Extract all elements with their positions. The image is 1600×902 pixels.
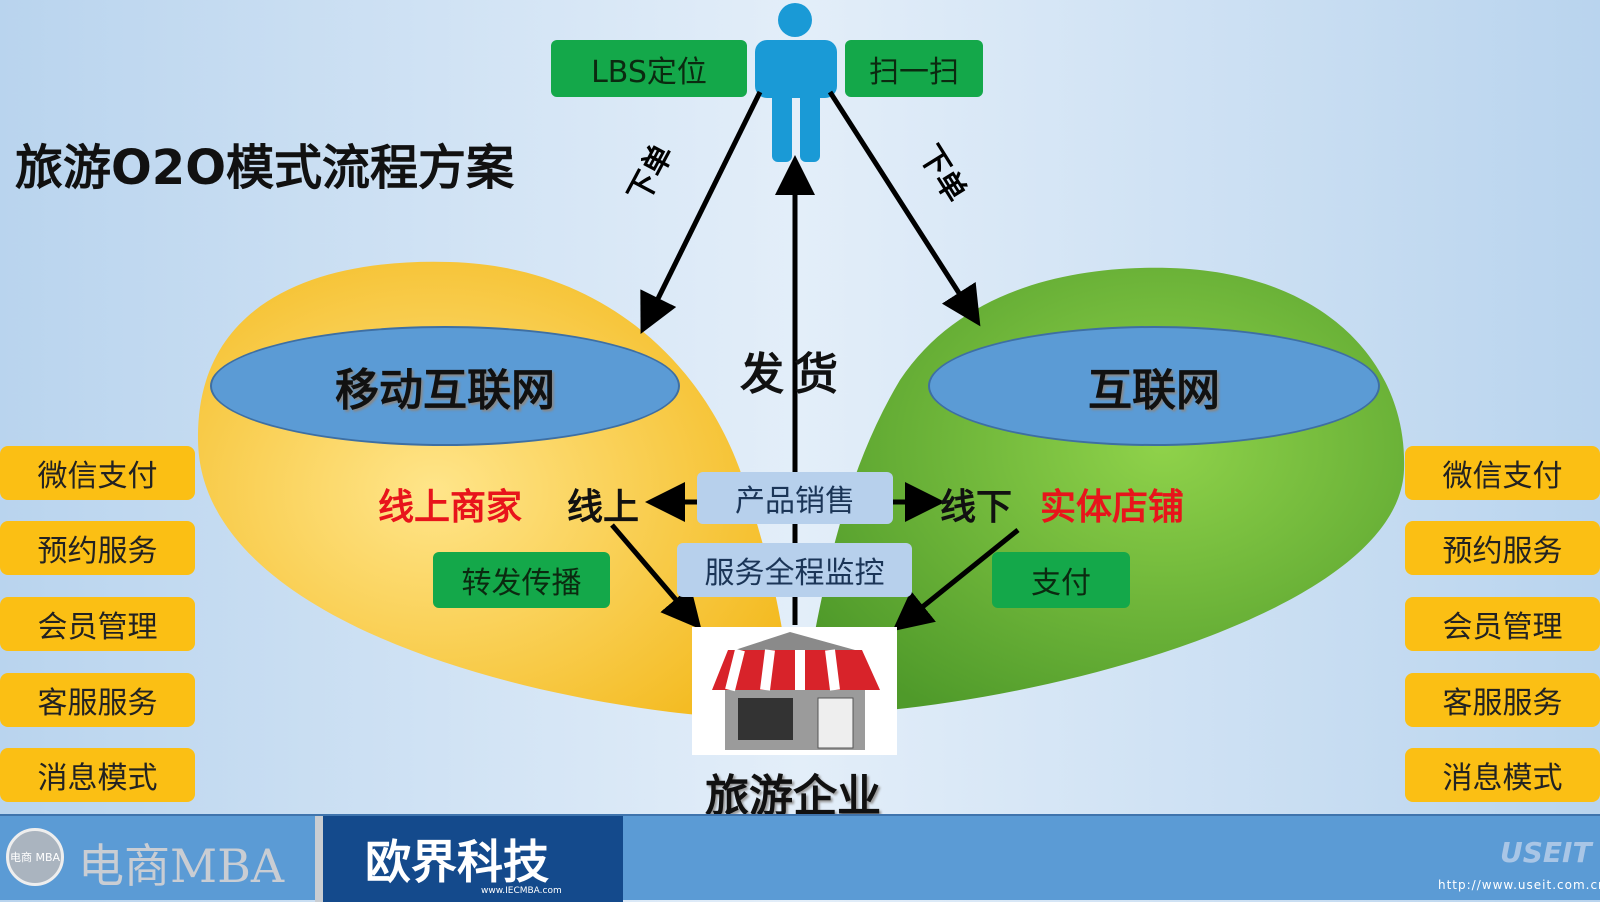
offline-to-store-arrow — [892, 528, 1020, 632]
enterprise-label: 旅游企业 — [705, 771, 881, 822]
left-item-booking: 预约服务 — [0, 521, 195, 575]
order-arrow-left — [640, 90, 763, 334]
service-monitor-label: 服务全程监控 — [677, 543, 912, 597]
scan-label: 扫一扫 — [845, 40, 983, 97]
logo-text: 电商MBA — [78, 839, 285, 893]
footer-divider — [315, 816, 323, 902]
online-merchant-label: 线上商家 — [378, 487, 523, 528]
footer-bar: 电商 MBA 电商MBA 欧界科技 www.IECMBA.com USEIT h… — [0, 814, 1600, 902]
right-item-customer-service: 客服服务 — [1405, 673, 1600, 727]
online-label: 线上 — [567, 487, 640, 528]
right-item-wechat-pay: 微信支付 — [1405, 446, 1600, 500]
left-item-customer-service: 客服服务 — [0, 673, 195, 727]
internet-ellipse: 互联网 — [928, 326, 1380, 446]
physical-store-label: 实体店铺 — [1040, 487, 1185, 528]
left-item-wechat-pay: 微信支付 — [0, 446, 195, 500]
person-icon — [755, 3, 837, 162]
payment-label: 支付 — [992, 552, 1130, 608]
lbs-location-label: LBS定位 — [551, 40, 747, 97]
brand-url: www.IECMBA.com — [481, 886, 562, 896]
right-item-membership: 会员管理 — [1405, 597, 1600, 651]
offline-label: 线下 — [940, 487, 1013, 528]
watermark-url: http://www.useit.com.cn — [1438, 878, 1600, 892]
left-item-membership: 会员管理 — [0, 597, 195, 651]
mobile-internet-ellipse: 移动互联网 — [210, 326, 680, 446]
logo-badge: 电商 MBA — [6, 828, 64, 886]
ship-label: 发货 — [740, 349, 848, 400]
watermark: USEIT — [1500, 836, 1592, 869]
store-icon — [692, 627, 897, 755]
brand-name: 欧界科技 — [365, 835, 549, 889]
online-to-store-arrow — [610, 523, 702, 630]
spread-label: 转发传播 — [433, 552, 610, 608]
order-arrow-right — [827, 90, 981, 327]
product-sales-label: 产品销售 — [697, 472, 893, 524]
page-title: 旅游O2O模式流程方案 — [15, 140, 515, 196]
right-item-messaging: 消息模式 — [1405, 748, 1600, 802]
logo-badge-text: 电商 MBA — [9, 851, 61, 864]
left-item-messaging: 消息模式 — [0, 748, 195, 802]
brand-box: 欧界科技 www.IECMBA.com — [323, 816, 623, 902]
right-item-booking: 预约服务 — [1405, 521, 1600, 575]
